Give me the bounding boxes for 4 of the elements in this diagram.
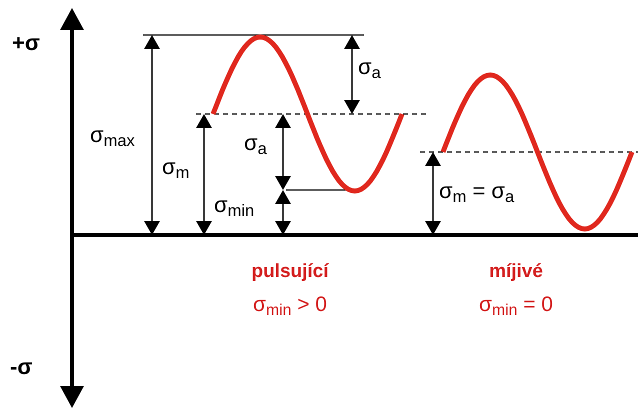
category-title: míjivé xyxy=(489,262,543,281)
category-title: pulsující xyxy=(251,262,329,281)
condition-label: σ$_{min}$ = 0 xyxy=(479,294,553,315)
condition-label: σ$_{min}$ > 0 xyxy=(253,294,327,315)
